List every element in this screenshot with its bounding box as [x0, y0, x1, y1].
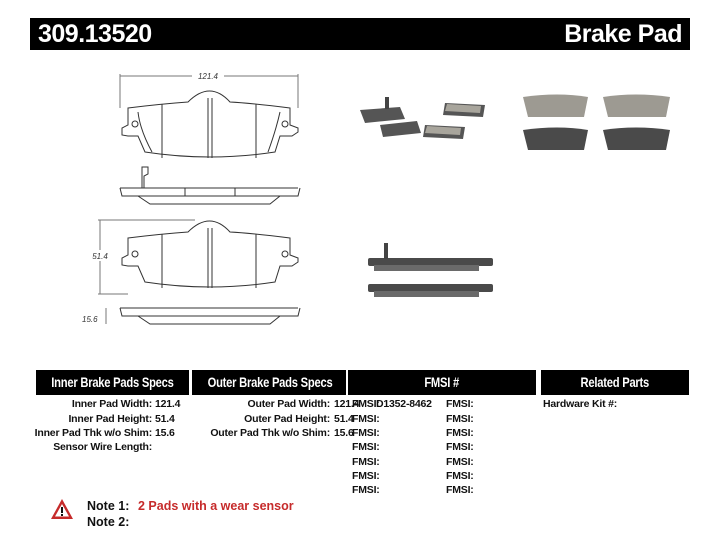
outer-thickness-value: 15.6	[334, 427, 354, 439]
fmsi-left-label: FMSI:	[352, 413, 380, 425]
inner-specs-title: Inner Brake Pads Specs	[51, 374, 174, 390]
fmsi-left-label: FMSI:	[352, 456, 380, 468]
fmsi-right-label: FMSI:	[446, 441, 474, 453]
fmsi-left-label: FMSI:	[352, 484, 380, 496]
outer-thickness-label: Outer Pad Thk w/o Shim:	[210, 427, 330, 439]
pad-top-view-outer	[121, 220, 299, 288]
hardware-kit-label: Hardware Kit #:	[543, 398, 618, 410]
inner-width-value: 121.4	[155, 398, 181, 410]
fmsi-left-value: D1352-8462	[376, 398, 432, 410]
fmsi-right-label: FMSI:	[446, 427, 474, 439]
pad-side-view-outer	[119, 307, 301, 325]
product-type: Brake Pad	[564, 20, 682, 48]
related-parts-header: Related Parts	[541, 370, 689, 395]
pad-technical-drawing: 121.4 51.4 15.6	[82, 70, 301, 325]
fmsi-left-label: FMSI:	[352, 441, 380, 453]
inner-thickness-label: Inner Pad Thk w/o Shim:	[34, 427, 153, 439]
height-dim-label: 51.4	[92, 252, 108, 261]
inner-thickness-value: 15.6	[155, 427, 175, 439]
pad-top-view-inner	[121, 90, 299, 158]
fmsi-left-label: FMSI:	[352, 427, 380, 439]
fmsi-right-label: FMSI:	[446, 470, 474, 482]
pad-photo-set-top	[523, 94, 670, 150]
thickness-dimension: 15.6	[82, 308, 107, 324]
outer-width-label: Outer Pad Width:	[247, 398, 331, 410]
warning-triangle-icon	[51, 499, 73, 519]
fmsi-left-label: FMSI:	[352, 470, 380, 482]
note2-label: Note 2:	[87, 515, 130, 529]
note1-label: Note 1:	[87, 499, 130, 513]
height-dimension: 51.4	[88, 219, 195, 295]
fmsi-right-label: FMSI:	[446, 413, 474, 425]
fmsi-right-label: FMSI:	[446, 398, 474, 410]
part-number: 309.13520	[38, 20, 152, 48]
fmsi-left-label: FMSI:	[352, 398, 380, 410]
fmsi-right-label: FMSI:	[446, 484, 474, 496]
pad-side-view-inner	[119, 187, 301, 205]
note1-text: 2 Pads with a wear sensor	[138, 499, 294, 513]
inner-specs-header: Inner Brake Pads Specs	[36, 370, 189, 395]
inner-height-label: Inner Pad Height:	[68, 413, 152, 425]
thickness-dim-label: 15.6	[82, 315, 98, 324]
inner-height-value: 51.4	[155, 413, 175, 425]
header-bar: 309.13520 Brake Pad	[30, 18, 690, 50]
fmsi-header: FMSI #	[348, 370, 536, 395]
fmsi-right-label: FMSI:	[446, 456, 474, 468]
width-dimension: 121.4	[119, 70, 299, 108]
outer-height-value: 51.4	[334, 413, 354, 425]
outer-width-value: 121.4	[334, 398, 360, 410]
pad-photo-set-angled	[360, 97, 485, 139]
outer-specs-title: Outer Brake Pads Specs	[207, 374, 333, 390]
outer-specs-header: Outer Brake Pads Specs	[192, 370, 346, 395]
sensor-wire-label: Sensor Wire Length:	[53, 441, 152, 453]
inner-width-label: Inner Pad Width:	[71, 398, 152, 410]
width-dim-label: 121.4	[198, 72, 219, 81]
related-parts-title: Related Parts	[580, 374, 650, 390]
pad-photo-side	[368, 243, 493, 297]
fmsi-title: FMSI #	[424, 374, 460, 390]
outer-height-label: Outer Pad Height:	[244, 413, 330, 425]
